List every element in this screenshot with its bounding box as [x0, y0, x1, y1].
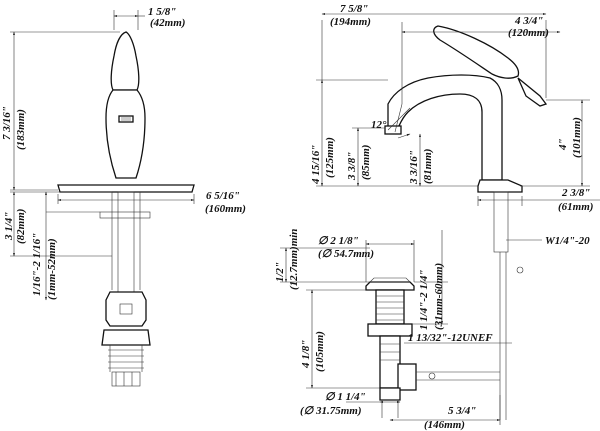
dim-base-dia-mm: (61mm): [558, 201, 593, 213]
side-spout: [387, 74, 503, 181]
dim-shank-mm: (82mm): [15, 209, 27, 244]
dim-base-width-mm: (160mm): [205, 203, 246, 215]
dim-flange-dia-in: ∅ 2 1/8": [318, 235, 359, 247]
dim-handle-h-mm: (101mm): [571, 117, 583, 158]
dim-outlet-h-mm: (81mm): [422, 149, 434, 184]
side-aerator: [384, 125, 402, 135]
dim-thread: W1/4"-20: [545, 235, 590, 247]
front-shank: [117, 191, 135, 293]
front-base-plate: [57, 184, 195, 193]
dim-drain-h-in: 4 1/8": [300, 340, 312, 369]
dim-drain-gap-in: 1/2": [274, 262, 286, 282]
side-view: [384, 25, 548, 420]
front-view: [57, 31, 195, 387]
dim-tail-dia-in: ∅ 1 1/4": [325, 391, 366, 403]
drain-flange: [365, 281, 415, 291]
front-drain: [105, 291, 147, 327]
dim-overall-len-in: 7 5/8": [340, 3, 368, 15]
dim-handle-h-in: 4": [557, 138, 569, 151]
dim-drain-thread: 1 13/32"-12UNEF: [408, 332, 493, 344]
dim-spout-h-in: 4 15/16": [310, 145, 322, 185]
dim-tail-len-in: 5 3/4": [448, 405, 476, 417]
dim-drain-range-in: 1 1/4"-2 1/4": [418, 270, 430, 331]
side-dimensions: 7 5/8" (194mm) 4 3/4" (120mm) 12° 4 15/1…: [310, 3, 600, 247]
dim-shank-in: 3 1/4": [3, 212, 15, 241]
dim-overall-len-mm: (194mm): [330, 16, 371, 28]
dim-drain-range-mm: (31mm-60mm): [433, 263, 445, 330]
drain-detail: [365, 277, 500, 418]
drain-dimensions: 1/2" (12.7mm)min ∅ 2 1/8" (∅ 54.7mm) 1 1…: [274, 229, 512, 431]
dim-deck-range-in: 1/16"-2 1/16": [31, 233, 43, 296]
dim-drain-h-mm: (105mm): [314, 331, 326, 372]
drain-body: [375, 289, 405, 325]
dim-reach-in: 4 3/4": [514, 15, 543, 27]
front-dimensions: 1 5/8" (42mm) 7 3/16" (183mm) 6 5/16" (1…: [1, 6, 246, 301]
side-base: [477, 179, 523, 193]
dim-total-height-mm: (183mm): [15, 109, 27, 150]
dim-outlet-h-in: 3 3/16": [408, 150, 420, 185]
front-handle: [110, 31, 140, 91]
dim-spout-h-mm: (125mm): [324, 137, 336, 178]
front-spout-body: [105, 89, 146, 179]
dim-top-width-mm: (42mm): [150, 17, 185, 29]
dim-base-width-in: 6 5/16": [206, 190, 240, 202]
front-aerator: [118, 115, 134, 123]
dim-base-dia-in: 2 3/8": [561, 187, 590, 199]
dim-total-height-in: 7 3/16": [1, 106, 13, 140]
dim-aerator-h-mm: (85mm): [360, 145, 372, 180]
dim-angle: 12°: [371, 119, 387, 131]
dim-tail-len-mm: (146mm): [424, 419, 465, 431]
dim-tail-dia-mm: (∅ 31.75mm): [300, 405, 362, 417]
dim-reach-mm: (120mm): [508, 27, 549, 39]
dim-aerator-h-in: 3 3/8": [346, 152, 358, 181]
dim-top-width-in: 1 5/8": [148, 6, 176, 18]
drain-pivot: [397, 363, 417, 391]
side-handle: [433, 25, 520, 79]
dim-deck-range-mm: (1mm-52mm): [46, 238, 58, 300]
dim-flange-dia-mm: (∅ 54.7mm): [318, 248, 374, 260]
dim-drain-gap-mm: (12.7mm)min: [288, 229, 300, 290]
